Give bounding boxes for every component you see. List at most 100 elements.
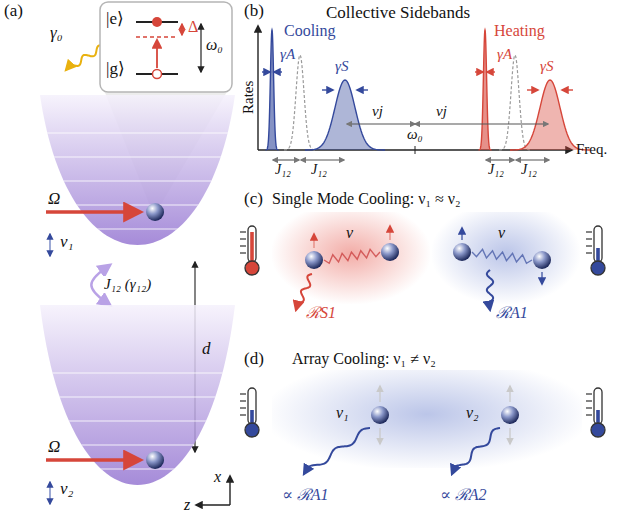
trap-level: [40, 444, 235, 445]
collective-sideband-peak: [510, 80, 590, 150]
node-label: ω₀: [206, 36, 223, 54]
cooling-region: ν: [432, 212, 580, 304]
thermometer-tick: [586, 407, 592, 408]
bare-sideband-peak: [499, 55, 531, 150]
arrow: [273, 159, 299, 160]
figure-label: (b): [244, 2, 264, 21]
sideband-plot: [258, 26, 590, 160]
thermometer-bulb: [591, 423, 605, 437]
arrow: [357, 89, 368, 90]
figure-label: ℛS1: [306, 304, 336, 322]
figure-label: (a): [4, 2, 23, 21]
node-label: ν: [346, 224, 353, 242]
thermometer-tick: [586, 400, 592, 401]
collective-sideband-peak: [305, 80, 385, 150]
node-label: Δ: [188, 18, 198, 36]
figure-label: ω₀: [407, 126, 423, 143]
inset-frame: [100, 2, 232, 92]
trap-level: [40, 132, 235, 133]
collective-sideband-peak: [479, 30, 492, 150]
figure-label: J₁₂: [488, 162, 504, 177]
atom: [453, 243, 471, 261]
thermometer-tick: [240, 407, 246, 408]
thermometer-icon: [586, 226, 605, 275]
arrow: [516, 159, 549, 160]
emission-wavy-arrow: [304, 428, 370, 474]
figure-label: Heating: [494, 22, 545, 40]
arrow: [509, 386, 510, 402]
bare-sideband-peak: [284, 55, 316, 150]
hole: [153, 70, 162, 79]
figure-label: νj: [436, 103, 447, 120]
coupling-spring: [324, 249, 380, 263]
figure-label: Ω: [48, 438, 60, 457]
arrow: [46, 458, 140, 462]
figure-label: Cooling: [284, 22, 336, 40]
arrow: [347, 123, 415, 124]
node-label: |e⟩: [106, 10, 124, 29]
thermometer-tick: [240, 400, 246, 401]
thermometer-tick: [240, 393, 246, 394]
arrow: [379, 386, 380, 402]
node-label: ν₂: [466, 404, 479, 422]
figure-label: νj: [372, 103, 383, 120]
node-shape: [432, 212, 580, 304]
trap-level: [40, 420, 235, 421]
atom: [381, 243, 399, 261]
thermometer-tick: [586, 231, 592, 232]
figure-label: Freq.: [576, 141, 607, 158]
node-label: |g⟩: [106, 60, 125, 79]
thermometer-tick: [240, 245, 246, 246]
atom: [501, 406, 519, 424]
arrow: [196, 504, 230, 505]
thermometer-icon: [586, 388, 605, 437]
figure-label: γ₀: [50, 24, 63, 43]
atom: [533, 251, 551, 269]
electron: [152, 17, 162, 27]
figure-label: Single Mode Cooling: ν₁ ≈ ν₂: [272, 190, 461, 208]
arrow: [200, 24, 201, 72]
arrow: [274, 71, 282, 72]
thermometer-icon: [240, 226, 259, 275]
arrow: [46, 210, 140, 214]
emission-wavy-arrow: [487, 270, 493, 310]
figure-label: J₁₂: [275, 162, 291, 177]
figure-label: x: [214, 468, 221, 486]
figure-label: (d): [244, 350, 264, 369]
trap-level: [40, 396, 235, 397]
atom: [371, 406, 389, 424]
figure-label: Array Cooling: ν₁ ≠ ν₂: [292, 350, 436, 368]
arrow: [486, 159, 514, 160]
arrow: [379, 428, 380, 444]
arrow: [527, 89, 538, 90]
collective-sideband-peak: [266, 30, 279, 150]
figure-label: (c): [244, 190, 263, 209]
edge-label: J₁₂ (γ₁₂): [102, 276, 153, 293]
arrow: [156, 40, 158, 68]
thermometer-tick: [586, 238, 592, 239]
emission-wavy-arrow: [452, 428, 500, 474]
arrow: [257, 26, 258, 150]
thermometer-icon: [240, 388, 259, 437]
node-label: ν₁: [336, 404, 349, 422]
node-shape: [272, 370, 582, 468]
thermometer-tick: [586, 393, 592, 394]
coupling-spring: [472, 249, 532, 263]
arrow: [322, 89, 333, 90]
figure-label: d: [202, 340, 211, 359]
trap-level: [40, 180, 235, 181]
figure-label: ∝ ℛA1: [282, 486, 329, 504]
thermometer-tick: [240, 414, 246, 415]
trap-potential-well: [40, 95, 235, 245]
trap-level: [40, 156, 235, 157]
trap-level: [40, 468, 235, 469]
arrow: [562, 89, 573, 90]
node-label: ν₁: [60, 233, 73, 252]
arrow: [475, 71, 483, 72]
arrow: [509, 428, 510, 444]
arrow: [49, 234, 50, 256]
figure-label: γS: [540, 58, 553, 75]
node-label: ν: [498, 224, 505, 242]
trap-well: ν₂: [40, 305, 235, 514]
